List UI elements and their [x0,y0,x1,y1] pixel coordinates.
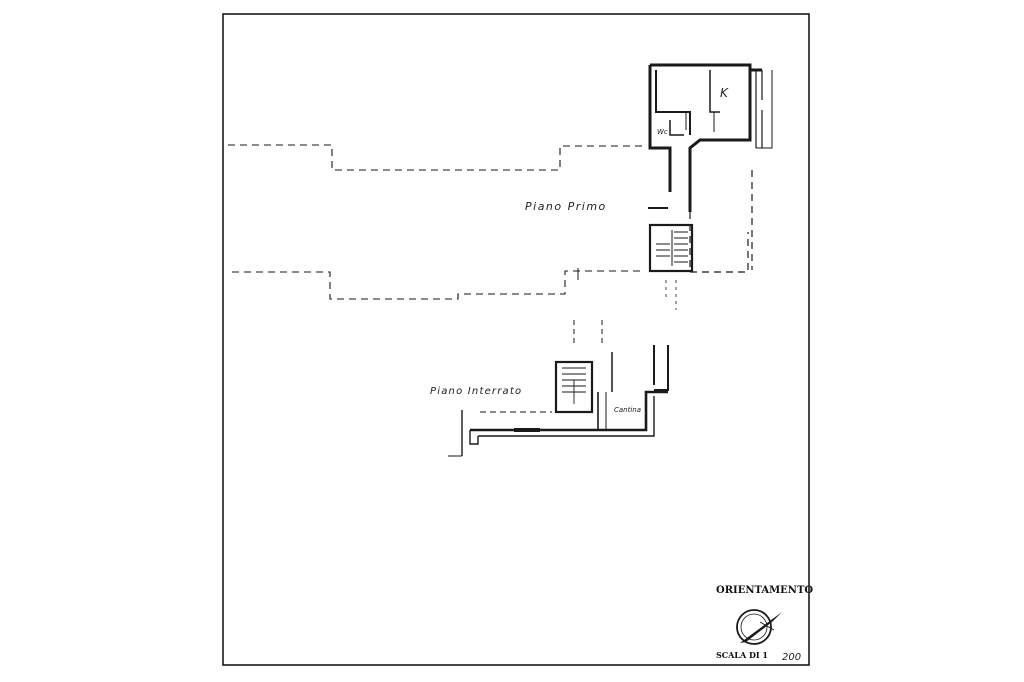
first-floor-label: Piano Primo [525,200,607,213]
kitchen-label: K [720,86,729,100]
cellar-label: Cantina [614,406,641,414]
basement-label: Piano Interrato [430,386,522,397]
orientation-label: ORIENTAMENTO [716,585,813,596]
drawing-border [222,13,810,666]
scale-label: SCALA DI 1 [716,650,768,660]
north-arrow-icon [736,609,782,645]
scale-value: 200 [782,652,801,663]
first-floor-plan [228,63,773,310]
basement-plan [448,320,669,457]
wc-label: Wc [657,128,668,136]
